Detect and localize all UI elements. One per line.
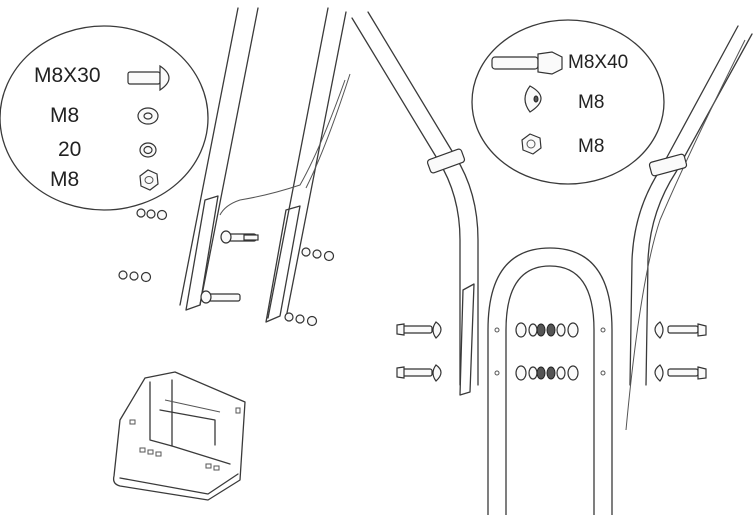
carriage-bolt-icon: [220, 230, 259, 244]
label-flat-washer: M8: [50, 104, 80, 127]
label-curved-washer: M8: [578, 92, 605, 113]
spring-washer-icon: [139, 142, 157, 158]
hex-bolt-icon: [654, 321, 707, 339]
hex-nut-icon: [139, 169, 159, 191]
callout-right: [471, 19, 665, 185]
flat-washer-icon: [137, 107, 159, 125]
hex-bolt-icon: [654, 364, 707, 382]
left-frame-assembly: [118, 7, 351, 327]
washer-nut-group: [515, 365, 579, 381]
hex-bolt-icon: [396, 364, 442, 382]
center-bent-tube: [351, 11, 479, 396]
washer-nut-group: [301, 247, 335, 262]
washer-nut-group: [136, 208, 168, 221]
right-bent-tube: [625, 25, 753, 431]
label-hex-bolt: M8X40: [568, 52, 629, 73]
u-base-frame: [487, 247, 613, 516]
label-carriage-bolt: M8X30: [34, 64, 101, 87]
label-hex-nut: M8: [50, 168, 80, 191]
label-hex-nut-right: M8: [578, 136, 605, 157]
callout-left: [0, 25, 209, 211]
washer-nut-group: [515, 322, 579, 338]
label-spring-washer: 20: [58, 138, 82, 161]
foot-bracket: [112, 371, 246, 501]
hex-nut-icon: [521, 133, 542, 155]
washer-nut-group: [118, 270, 152, 283]
hex-bolt-icon: [491, 51, 563, 75]
hex-bolt-icon: [396, 321, 442, 339]
curved-washer-icon: [524, 85, 542, 113]
carriage-bolt-icon: [127, 64, 170, 92]
washer-nut-group: [284, 312, 318, 327]
carriage-bolt-icon: [200, 290, 241, 304]
